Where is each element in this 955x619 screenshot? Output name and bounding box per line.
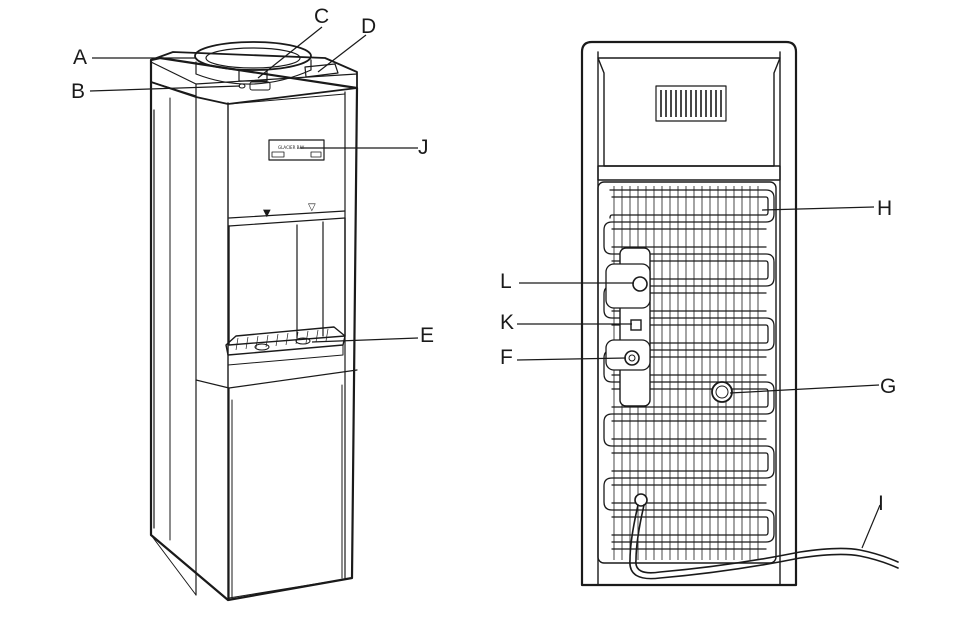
condenser-coil [603, 189, 775, 543]
callout-h: H [877, 197, 892, 220]
badge-text: GLACIER BAY [278, 145, 305, 150]
rear-view-dispenser [580, 40, 899, 587]
callout-g: G [880, 375, 896, 398]
hot-indicator-icon: ▼ [263, 208, 271, 219]
cold-indicator-icon: ▽ [308, 202, 316, 213]
rear-vent [655, 85, 727, 122]
callout-i: I [878, 492, 884, 515]
switch-k-icon [630, 319, 642, 331]
drain-cap-g-icon [711, 381, 733, 403]
switch-f-icon [624, 350, 640, 366]
rear-control-bracket [605, 247, 651, 407]
callout-f: F [500, 346, 513, 369]
leader-lines [89, 26, 881, 549]
callout-c: C [314, 5, 329, 28]
callout-a: A [73, 46, 87, 69]
callout-d: D [361, 15, 376, 38]
callout-l: L [500, 270, 512, 293]
front-view-dispenser: GLACIER BAY ▼ ▽ [149, 41, 359, 602]
callout-b: B [71, 80, 85, 103]
power-cord [629, 504, 899, 580]
callout-k: K [500, 311, 514, 334]
callout-j: J [418, 136, 429, 159]
callout-e: E [420, 324, 434, 347]
drain-plug-l-icon [632, 276, 648, 292]
